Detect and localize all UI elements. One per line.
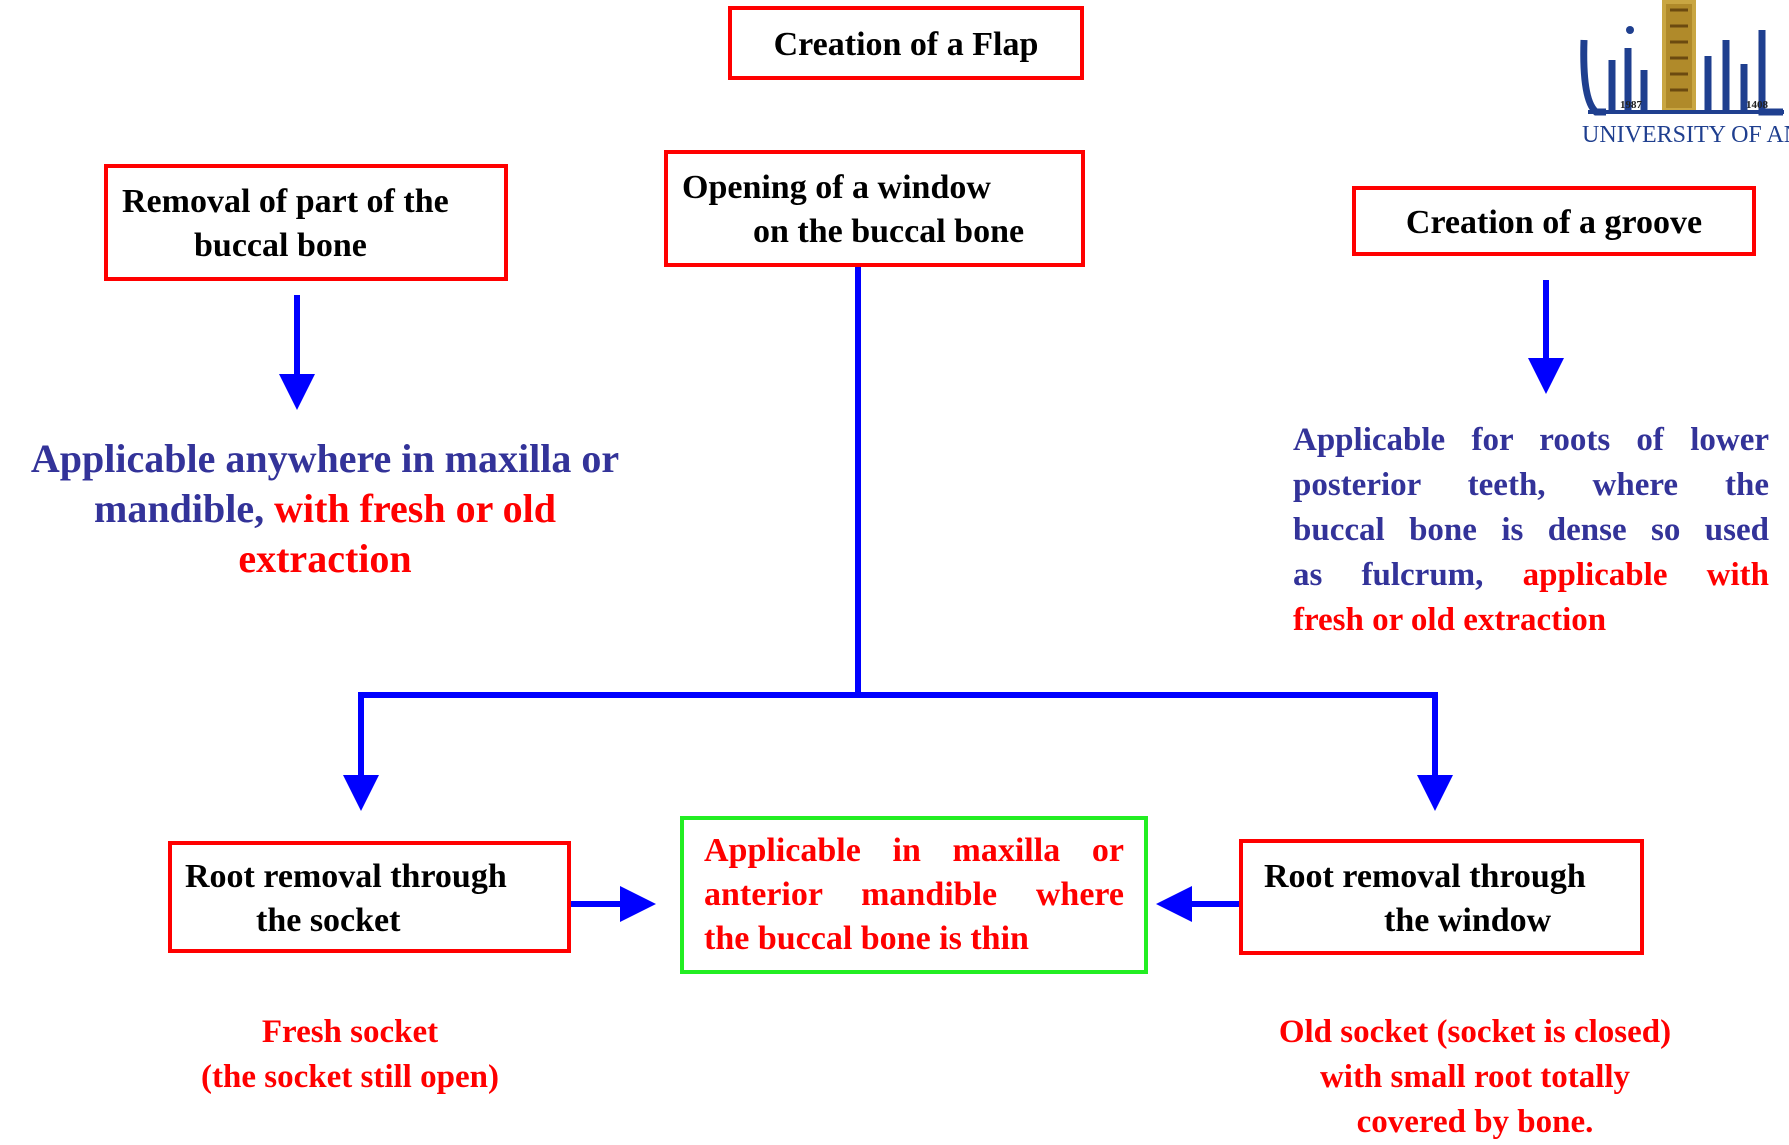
note-anywhere: Applicable anywhere in maxilla or mandib… xyxy=(10,434,640,584)
note-lower-line4: as fulcrum, applicable with xyxy=(1293,553,1769,598)
logo-caption: UNIVERSITY OF ANB xyxy=(1582,122,1789,148)
logo-year-right: 1408 xyxy=(1746,99,1769,111)
box-root-removal-socket: Root removal through the socket xyxy=(168,841,571,953)
box-removal-of-buccal-bone: Removal of part of the buccal bone xyxy=(104,164,508,281)
box-groove-label: Creation of a groove xyxy=(1405,204,1703,241)
note-lower-line3: buccal bone is dense so used xyxy=(1293,512,1769,548)
note-fresh-line2: (the socket still open) xyxy=(201,1059,499,1095)
box-creation-of-flap: Creation of a Flap xyxy=(728,6,1084,80)
box-creation-of-groove: Creation of a groove xyxy=(1352,186,1756,256)
note-lower-line5: fresh or old extraction xyxy=(1293,602,1607,638)
note-fresh-socket: Fresh socket (the socket still open) xyxy=(150,1010,550,1100)
note-lower-line4-red: applicable with xyxy=(1522,557,1769,593)
note-lower-line1: Applicable for roots of lower xyxy=(1293,422,1769,458)
box-root-removal-window: Root removal through the window xyxy=(1239,839,1644,955)
university-logo: 1987 1408 UNIVERSITY OF ANB xyxy=(1578,0,1789,148)
box-center-line1: Applicable in maxilla or xyxy=(704,832,1124,869)
note-anywhere-line2-red: with fresh or old xyxy=(274,486,556,531)
note-anywhere-line3: extraction xyxy=(238,536,412,581)
box-window-line2: on the buccal bone xyxy=(753,213,1025,250)
note-anywhere-line2: mandible, with fresh or old xyxy=(10,484,640,534)
note-lower-line4-blue: as fulcrum, xyxy=(1293,557,1484,593)
box-center-line2: anterior mandible where xyxy=(704,876,1124,913)
box-removal-line1: Removal of part of the xyxy=(122,183,449,220)
note-old-line2: with small root totally xyxy=(1319,1059,1631,1095)
note-fresh-line1: Fresh socket xyxy=(261,1014,439,1050)
box-center-line3: the buccal bone is thin xyxy=(704,920,1029,957)
box-creation-of-flap-label: Creation of a Flap xyxy=(773,26,1039,63)
note-lower-posterior: Applicable for roots of lower posterior … xyxy=(1293,418,1769,643)
box-socket-line2: the socket xyxy=(256,902,401,939)
box-socket-line1: Root removal through xyxy=(185,858,507,895)
box-through-window-line1: Root removal through xyxy=(1264,858,1586,895)
box-applicable-thin-bone: Applicable in maxilla or anterior mandib… xyxy=(680,816,1148,974)
note-anywhere-line1: Applicable anywhere in maxilla or xyxy=(30,436,620,481)
box-through-window-line2: the window xyxy=(1384,902,1552,939)
box-window-line1: Opening of a window xyxy=(682,169,991,206)
note-old-line3: covered by bone. xyxy=(1356,1104,1594,1140)
note-old-line1: Old socket (socket is closed) xyxy=(1278,1014,1672,1050)
note-lower-line2: posterior teeth, where the xyxy=(1293,467,1769,503)
box-opening-of-window: Opening of a window on the buccal bone xyxy=(664,150,1085,267)
note-anywhere-line2-blue: mandible, xyxy=(94,486,265,531)
university-seal-graphic: 1987 1408 UNIVERSITY OF ANB xyxy=(1578,0,1789,148)
logo-year-left: 1987 xyxy=(1620,99,1643,111)
note-old-socket: Old socket (socket is closed) with small… xyxy=(1230,1010,1720,1145)
box-removal-line2: buccal bone xyxy=(194,227,367,264)
